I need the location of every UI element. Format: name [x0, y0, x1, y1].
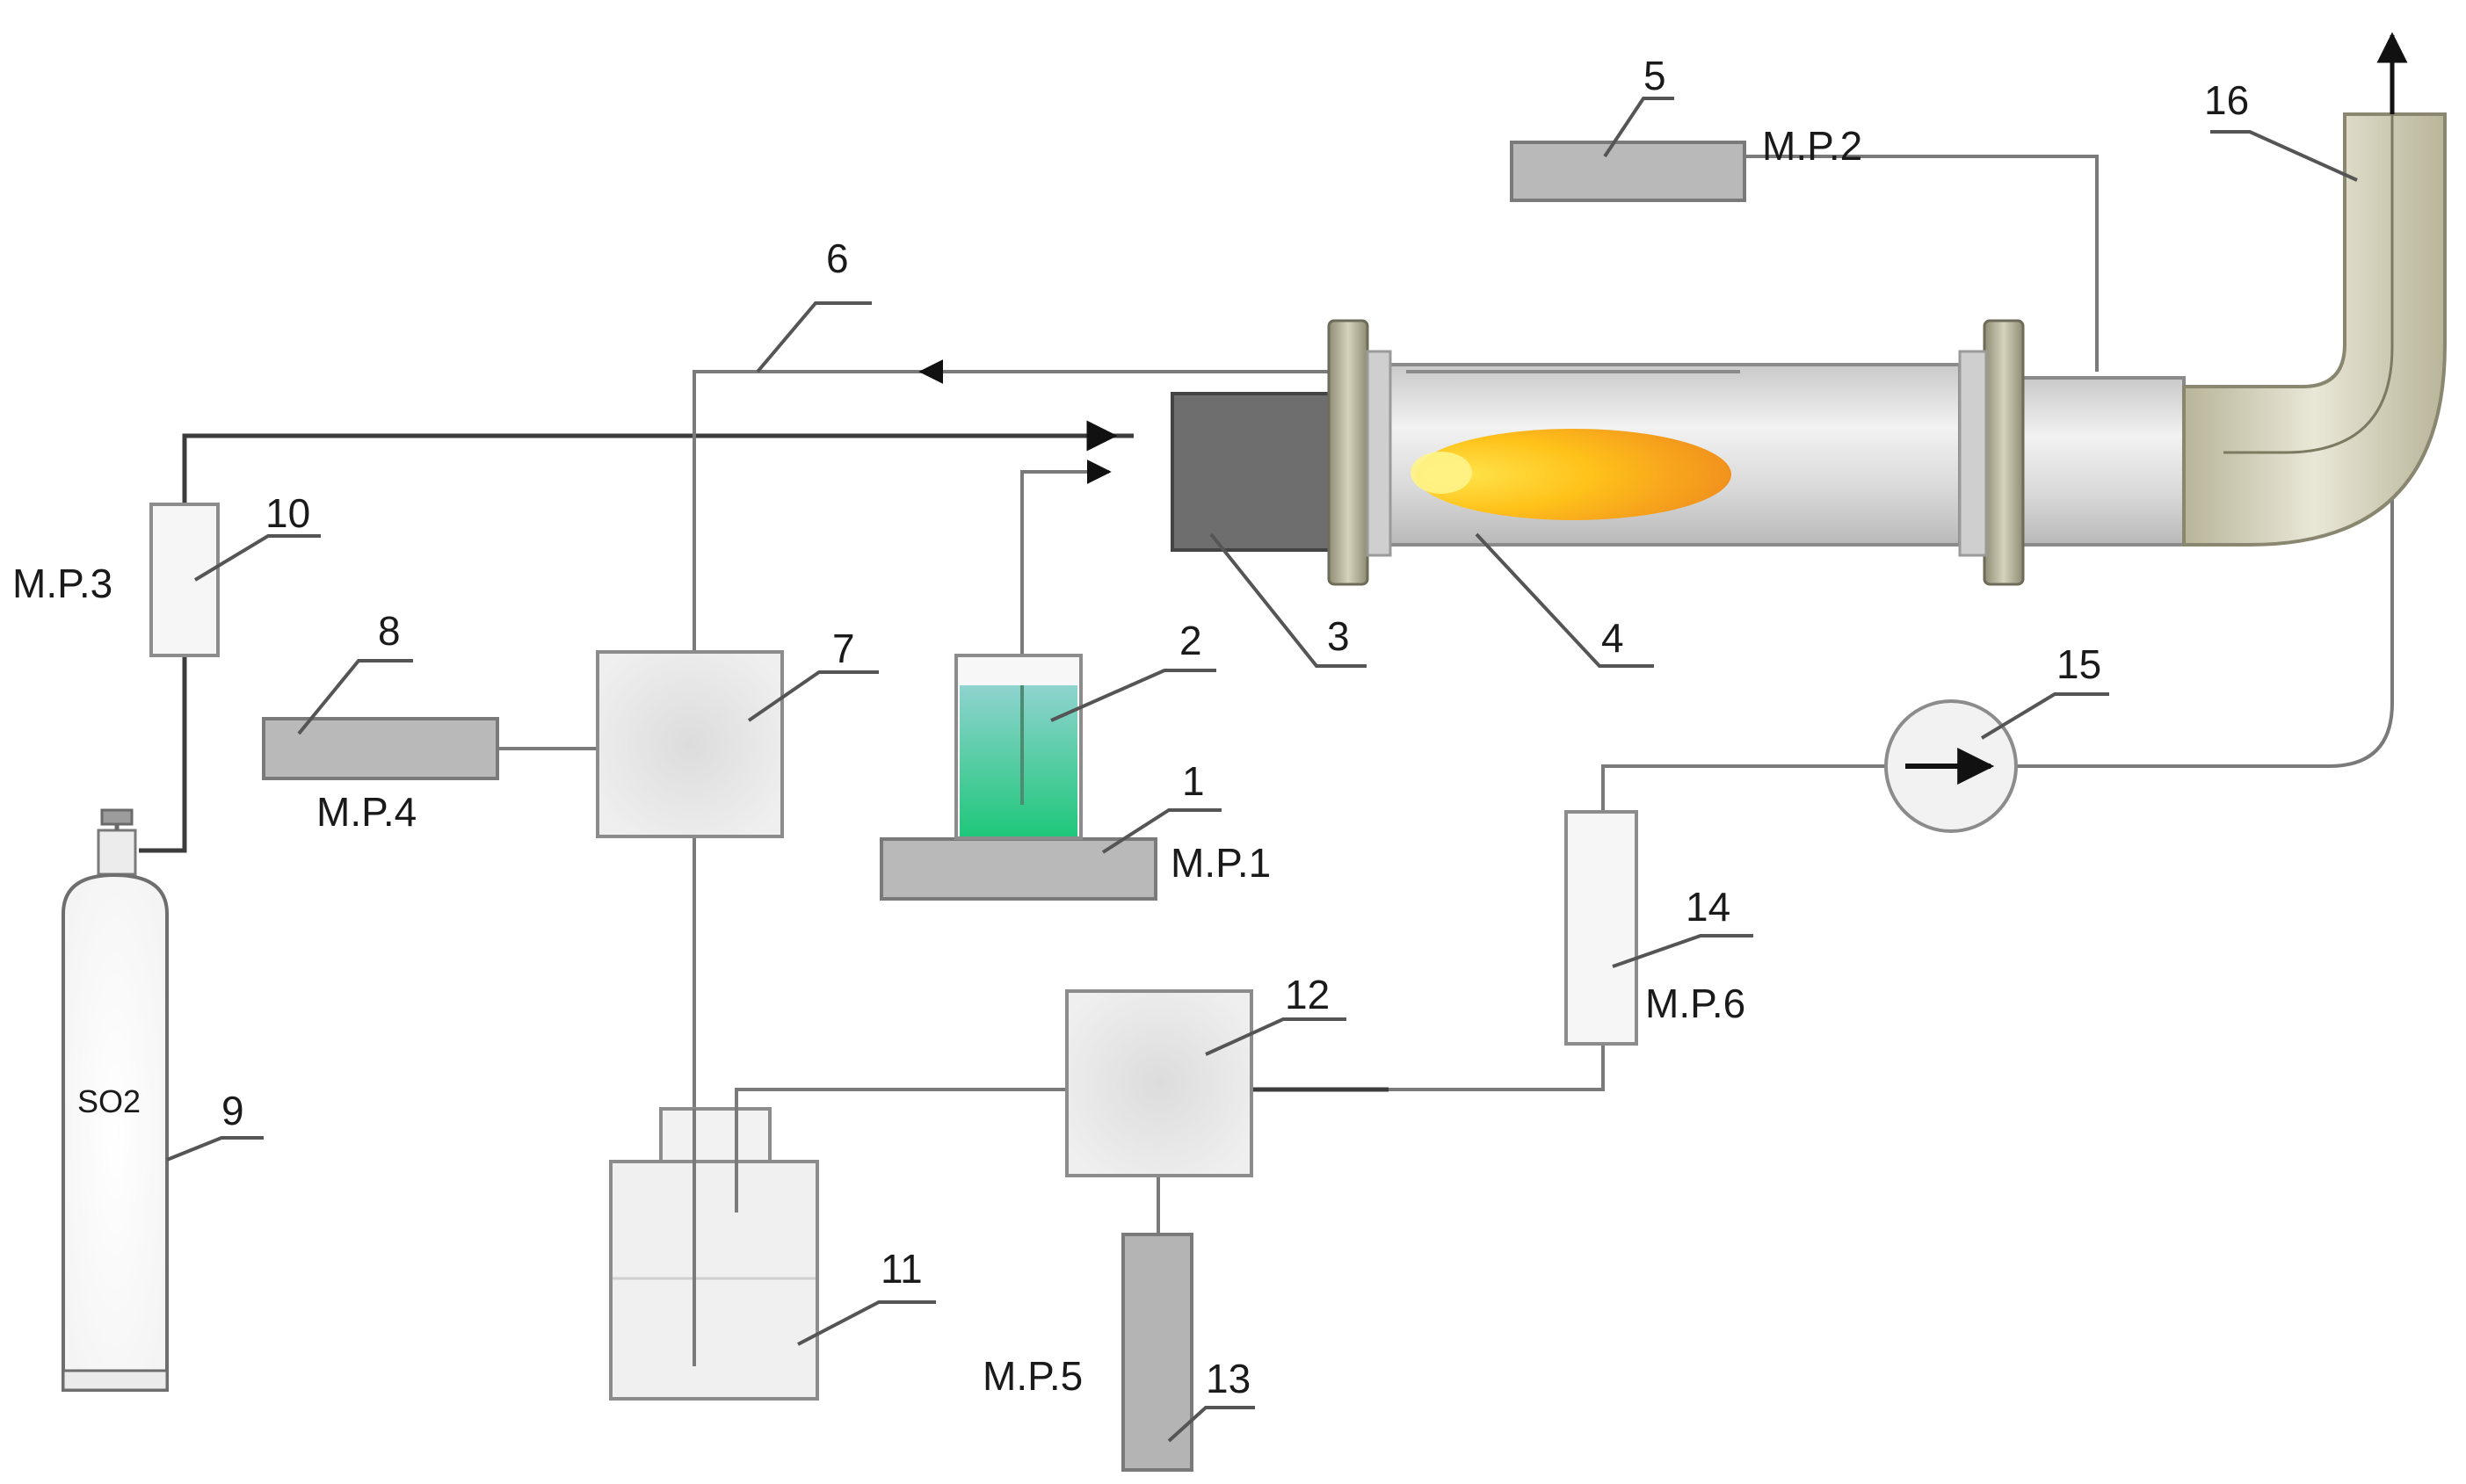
burner-block — [1171, 392, 1332, 552]
leader-8 — [297, 659, 413, 735]
leader-12 — [1205, 1017, 1346, 1056]
leader-4 — [1475, 532, 1654, 668]
leader-14 — [1612, 934, 1753, 968]
label-mp2: M.P.2 — [1762, 123, 1862, 169]
reactor-outlet — [2020, 376, 2186, 547]
flange-right — [1983, 319, 2025, 586]
label-mp1: M.P.1 — [1171, 840, 1271, 886]
beaker-2-liquid — [960, 685, 1077, 836]
label-component-16: 16 — [2204, 77, 2249, 123]
exhaust-elbow — [2182, 112, 2447, 547]
analyzer-5 — [1510, 141, 1746, 202]
label-component-12: 12 — [1285, 972, 1330, 1017]
leader-1 — [1101, 808, 1222, 854]
so2-cylinder-valve-body — [97, 829, 137, 876]
label-component-10: 10 — [265, 490, 310, 536]
bottle-11 — [609, 1160, 819, 1401]
label-component-2: 2 — [1179, 618, 1202, 663]
bottle-11-neck — [659, 1107, 772, 1165]
label-component-11: 11 — [881, 1246, 923, 1292]
leader-16 — [2210, 130, 2358, 182]
sensor-13 — [1121, 1233, 1193, 1472]
leader-15 — [1980, 692, 2109, 740]
flange-left — [1327, 319, 1369, 586]
label-component-5: 5 — [1643, 53, 1666, 98]
leader-5 — [1603, 97, 1674, 158]
so2-cylinder-valve-handle — [100, 808, 134, 826]
label-mp6: M.P.6 — [1645, 981, 1745, 1026]
label-component-14: 14 — [1686, 884, 1730, 930]
label-component-3: 3 — [1327, 613, 1350, 659]
so2-cylinder-base — [62, 1369, 169, 1392]
line-15-to-exhaust — [2017, 457, 2394, 768]
analyzer-8 — [262, 717, 499, 780]
mixing-box-7 — [596, 650, 784, 838]
label-mp4: M.P.4 — [316, 789, 417, 835]
label-component-4: 4 — [1601, 615, 1624, 661]
flange-left-inner — [1366, 350, 1392, 557]
label-component-8: 8 — [378, 608, 401, 654]
line-14-to-15 — [1601, 764, 1885, 812]
flame-core — [1411, 452, 1472, 494]
label-component-6: 6 — [826, 235, 849, 281]
label-component-13: 13 — [1206, 1356, 1251, 1401]
leader-9 — [166, 1136, 264, 1162]
leader-6 — [756, 301, 872, 373]
flange-right-inner — [1958, 350, 1988, 557]
line-reactor-to-5 — [1744, 155, 2099, 372]
label-component-7: 7 — [832, 626, 855, 671]
rotameter-10 — [149, 503, 220, 657]
label-mp3: M.P.3 — [12, 561, 112, 606]
elbow-inner-line — [2223, 114, 2394, 454]
label-mp5: M.P.5 — [983, 1353, 1083, 1399]
leader-2 — [1050, 669, 1216, 722]
label-component-1: 1 — [1182, 758, 1205, 804]
leader-13 — [1167, 1406, 1255, 1443]
line-14-lower — [1389, 1044, 1605, 1091]
label-component-15: 15 — [2056, 641, 2101, 687]
leader-7 — [747, 670, 879, 722]
mixing-box-12 — [1065, 989, 1253, 1177]
cylinder-gas-label: SO2 — [77, 1083, 141, 1119]
rotameter-14 — [1564, 810, 1638, 1046]
leader-11 — [797, 1300, 936, 1346]
leader-3 — [1209, 532, 1367, 668]
flame — [1415, 429, 1731, 520]
leader-10 — [193, 534, 321, 582]
so2-cylinder — [62, 872, 169, 1392]
balance-1 — [880, 837, 1157, 901]
label-component-9: 9 — [221, 1088, 244, 1133]
so2-supply-line — [139, 433, 1134, 853]
